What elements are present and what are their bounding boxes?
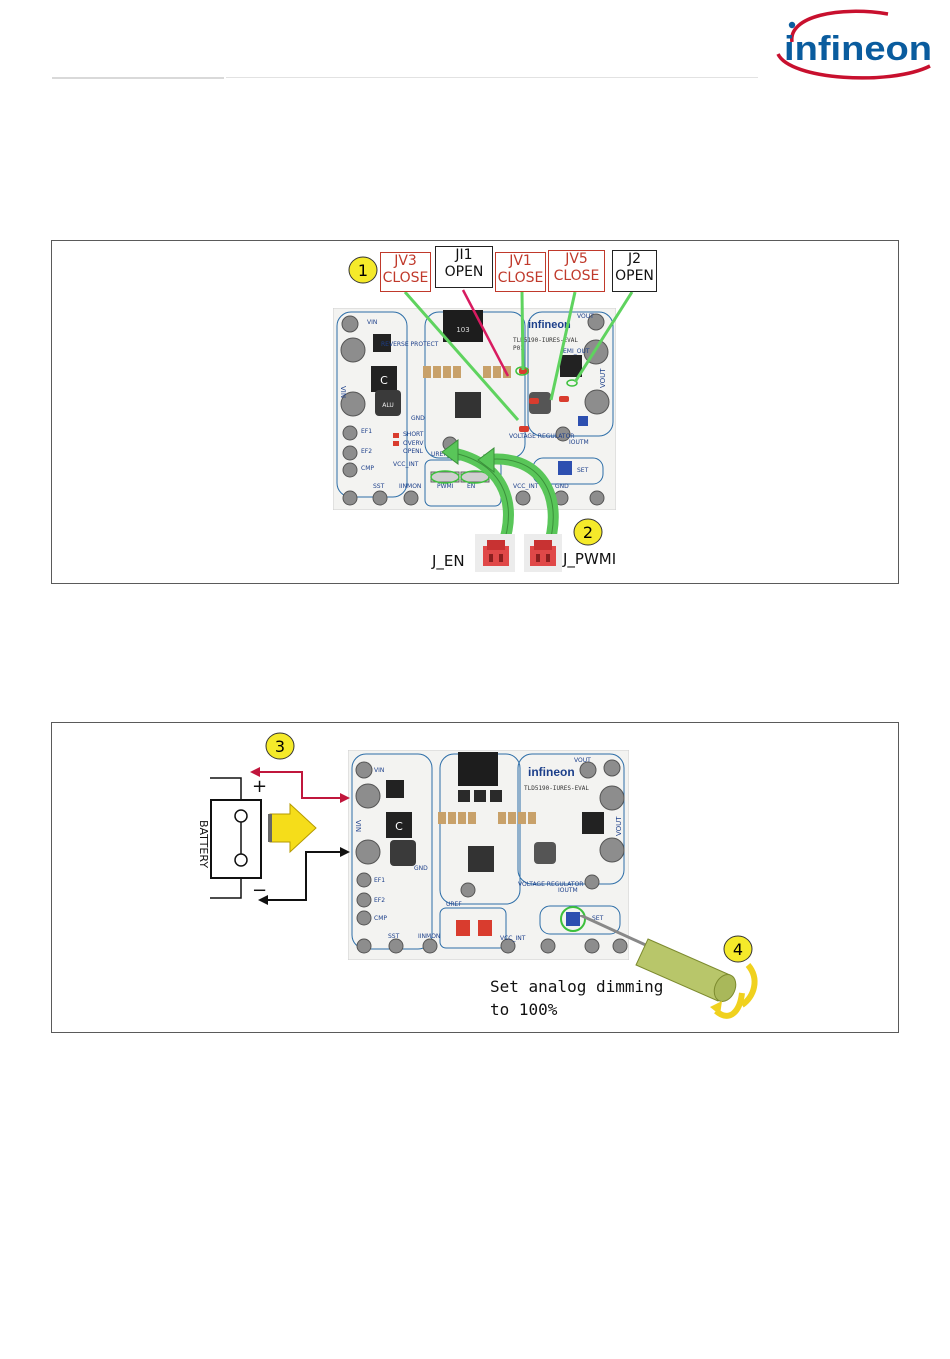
board1-pin-vccint: VCC_INT [513, 483, 539, 490]
board1-label-openl: OPENL [403, 448, 424, 455]
logo-text: infineon [784, 30, 932, 68]
battery-label: BATTERY [197, 820, 210, 868]
svg-text:C: C [395, 820, 403, 833]
board2-pin-ioutm: IOUTM [558, 887, 578, 894]
marker-2: 2 [573, 518, 603, 546]
board1-part: TLD5190-IURES-EVAL [513, 337, 578, 344]
board2-pin-set: SET [592, 915, 604, 922]
board1-pin-ef2: EF2 [361, 448, 372, 455]
eval-board-2: C infineon TLD5190-IURES-EVAL VIN VOUT V… [347, 749, 630, 961]
board1-chip-label: 103 [456, 326, 469, 334]
board1-pin-gnd: GND [411, 415, 425, 422]
board2-right-label: VOUT [615, 816, 623, 836]
board1-label-short: SHORT [403, 431, 424, 438]
board2-pin-ef2: EF2 [374, 897, 385, 904]
jumper-pwmi-label: J_PWMI [563, 550, 617, 568]
header-rule-left [52, 77, 224, 79]
board2-pin-iinmon: IINMON [418, 933, 440, 940]
board2-pin-gnd: GND [414, 865, 428, 872]
jumper-en-label: J_EN [432, 552, 465, 570]
board2-pin-sst: SST [388, 933, 400, 940]
battery-diagram: BATTERY + − [197, 767, 350, 905]
board1-pin-vin: VIN [367, 319, 377, 326]
svg-text:2: 2 [583, 523, 593, 542]
board2-label-vreg: VOLTAGE REGULATOR [518, 881, 583, 888]
board2-pin-ef1: EF1 [374, 877, 385, 884]
screwdriver-icon [580, 915, 758, 1019]
jumper-en-image [475, 534, 515, 572]
board1-pin-ioutm: IOUTM [569, 439, 589, 446]
eval-board-1: C ALU 103 infineon TLD5190-IURES-EVAL P0… [332, 307, 617, 511]
board1-pin-uref: UREF [431, 451, 447, 458]
board1-pin-cmp: CMP [361, 465, 374, 472]
board1-pin-sst: SST [373, 483, 385, 490]
board1-rev: P01 [513, 345, 524, 352]
caption-line-2: to 100% [490, 1000, 558, 1019]
board1-pin-vout: VOUT [577, 313, 594, 320]
board1-label-en: EN [467, 483, 475, 490]
board1-label-vreg: VOLTAGE REGULATOR [509, 433, 574, 440]
brand-logo: infineon [770, 8, 940, 80]
battery-plus: + [252, 776, 267, 797]
board2-logo: infineon [528, 765, 575, 779]
marker-4: 4 [723, 935, 753, 963]
board2-pin-cmp: CMP [374, 915, 387, 922]
figure-2-caption: Set analog dimming to 100% [490, 975, 663, 1021]
board1-cap-label: ALU [382, 402, 394, 409]
board2-part: TLD5190-IURES-EVAL [524, 785, 589, 792]
jumper-pwmi-image [524, 534, 562, 572]
board1-label-emiout: EMI_OUT [563, 348, 590, 355]
svg-text:4: 4 [733, 940, 743, 959]
marker-1: 1 [348, 256, 378, 284]
board2-pin-vout: VOUT [574, 757, 591, 764]
board1-logo: infineon [528, 319, 571, 331]
board1-pin-set: SET [577, 467, 589, 474]
board1-label-reverse: REVERSE PROTECT [381, 341, 439, 348]
board1-pin-ef1: EF1 [361, 428, 372, 435]
board1-label-vccint: VCC_INT [393, 461, 419, 468]
board1-pin-gnd2: GND [555, 483, 569, 490]
caption-line-1: Set analog dimming [490, 977, 664, 996]
svg-text:1: 1 [358, 261, 368, 280]
svg-text:3: 3 [275, 737, 285, 756]
board1-left-label: VIN [339, 386, 347, 398]
board1-pin-iinmon: IINMON [399, 483, 421, 490]
board2-pin-uref: UREF [446, 901, 462, 908]
figure-1-pointers [403, 289, 634, 550]
board1-right-label: VOUT [599, 368, 607, 388]
battery-minus: − [252, 880, 267, 901]
board2-pin-vccint: VCC_INT [500, 935, 526, 942]
board2-left-label: VIN [354, 820, 362, 832]
board2-pin-vin: VIN [374, 767, 384, 774]
header-rule-right [226, 77, 758, 78]
marker-3: 3 [265, 732, 295, 760]
svg-text:C: C [380, 374, 388, 387]
board1-label-pwmi: PWMI [437, 483, 454, 490]
board1-label-overv: OVERV [403, 440, 424, 447]
